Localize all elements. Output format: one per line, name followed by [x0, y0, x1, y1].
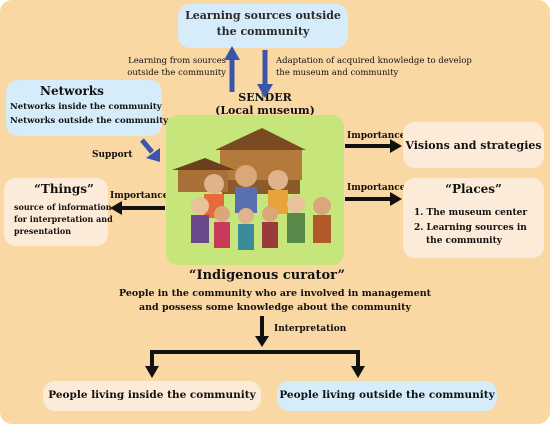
arrow-to-visions-head — [390, 139, 402, 153]
fork-right-head — [351, 366, 365, 378]
house-roof — [215, 128, 306, 150]
community-people — [191, 165, 331, 250]
curator-line1: People in the community who are involved… — [118, 288, 432, 299]
places-item2: 2. Learning sources in — [414, 223, 527, 233]
visions-text: Visions and strategies — [405, 139, 542, 152]
things-line3: presentation — [14, 226, 72, 236]
importance-label-visions: Importance — [347, 131, 406, 141]
networks-line2: Networks outside the community — [10, 116, 169, 126]
networks-line1: Networks inside the community — [10, 102, 162, 112]
arrow-up-head — [224, 46, 240, 60]
curator-title: “Indigenous curator” — [189, 268, 345, 283]
learning-sources-box — [178, 4, 348, 48]
house-stilts — [222, 180, 300, 194]
arrow-to-places-head — [390, 192, 402, 206]
things-box — [4, 178, 108, 246]
sender-subtitle: (Local museum) — [215, 104, 315, 117]
places-item1: 1. The museum center — [414, 208, 528, 218]
places-box — [403, 178, 544, 258]
places-title: “Places” — [445, 182, 502, 196]
arrow-to-things-head — [110, 201, 122, 215]
house-wall — [220, 150, 302, 180]
visions-box — [403, 122, 544, 168]
importance-label-things: Importance — [110, 191, 169, 201]
inside-community-text: People living inside the community — [48, 389, 256, 401]
learning-sources-line1: Learning sources outside — [185, 9, 341, 22]
importance-label-places: Importance — [347, 183, 406, 193]
fork-left-head — [145, 366, 159, 378]
inside-community-box — [43, 381, 261, 411]
curator-line2: and possess some knowledge about the com… — [138, 302, 412, 313]
networks-box — [6, 80, 162, 136]
small-roof — [172, 158, 235, 170]
places-item2b: the community — [426, 236, 502, 246]
flow-up-label-line1: Learning from sources — [128, 56, 226, 66]
arrow-down-head — [257, 84, 273, 98]
interpretation-label: Interpretation — [274, 324, 347, 334]
things-line2: for interpretation and — [14, 214, 113, 224]
arrow-support — [140, 138, 154, 154]
networks-title: Networks — [40, 84, 104, 98]
flow-down-label-line2: the museum and community — [276, 68, 399, 78]
outside-community-box — [277, 381, 497, 411]
outside-community-text: People living outside the community — [279, 389, 495, 401]
flow-down-label-line1: Adaptation of acquired knowledge to deve… — [276, 56, 472, 66]
flow-up-label-line2: outside the community — [127, 68, 226, 78]
things-title: “Things” — [34, 182, 94, 196]
arrow-interpretation-head — [255, 336, 269, 347]
arrow-support-head — [146, 148, 160, 162]
support-label: Support — [92, 150, 133, 160]
learning-sources-line2: the community — [216, 25, 310, 38]
things-line1: source of information — [14, 202, 112, 212]
